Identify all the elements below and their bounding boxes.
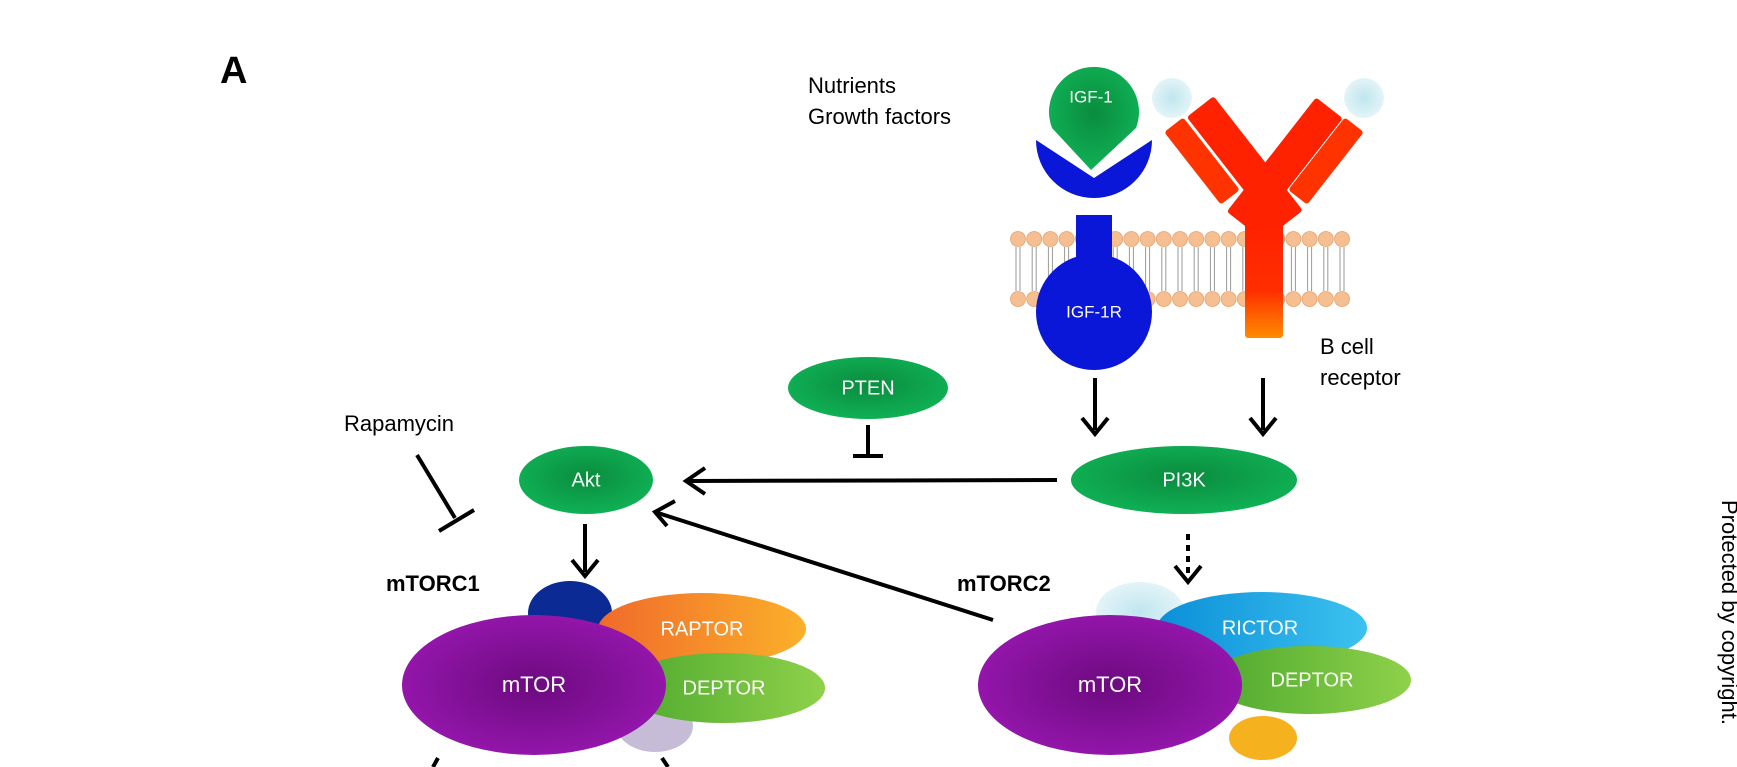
bottom-left-arrow-stub [431,757,440,767]
rictor-label: RICTOR [1222,617,1298,639]
rapamycin-label: Rapamycin [344,411,454,436]
mtorc2-label: mTORC2 [957,571,1051,596]
pi3k-to-mtorc2-arrowhead [1173,564,1203,586]
igf1-ligand [1049,66,1140,170]
b-cell-receptor-shape [1152,78,1384,338]
mtor2-label: mTOR [1078,672,1142,697]
bottom-right-arrow-stub [660,756,670,767]
rapamycin-inhibition-bar [437,508,476,533]
raptor-node [598,593,806,665]
mtorc2-complex [978,582,1411,760]
mtorc2-yellow-subunit [1229,716,1297,760]
deptor1-node [621,653,825,723]
pi3k-to-akt-arrowhead [682,466,707,496]
mtor2-node [978,615,1242,755]
mtor1-node [402,615,666,755]
igf1r-arrowhead [1080,416,1110,438]
mtorc1-label: mTORC1 [386,571,480,596]
mtorc1-complex [402,581,825,755]
pten-node [788,357,948,419]
rapamycin-inhibition-line [415,453,457,520]
igf1-label: IGF-1 [1069,87,1112,106]
mtor1-label: mTOR [502,672,566,697]
pi3k-label: PI3K [1162,469,1206,491]
deptor1-label: DEPTOR [683,677,766,699]
pi3k-to-akt-arrow [687,478,1058,483]
mtorc2-to-akt-arrowhead [651,499,676,528]
deptor2-label: DEPTOR [1271,669,1354,691]
mtorc2-to-akt-arrow [657,511,994,622]
akt-node [519,446,653,514]
pi3k-node [1071,446,1297,514]
bcell-label-line2: receptor [1320,365,1401,390]
akt-label: Akt [572,469,601,491]
igf1r-label: IGF-1R [1066,302,1122,321]
pten-label: PTEN [841,377,894,399]
bcell-label-line1: B cell [1320,334,1374,359]
bcr-arrowhead [1248,416,1278,438]
growth-factors-label: Growth factors [808,104,951,129]
igf1r-receptor [1036,140,1152,370]
copyright-side-note: Protected by copyright. [1717,500,1737,725]
akt-to-mtorc1-arrowhead [570,558,600,580]
deptor2-node [1209,646,1411,714]
panel-label: A [220,50,247,92]
nutrients-label: Nutrients [808,73,896,98]
raptor-label: RAPTOR [661,618,744,640]
